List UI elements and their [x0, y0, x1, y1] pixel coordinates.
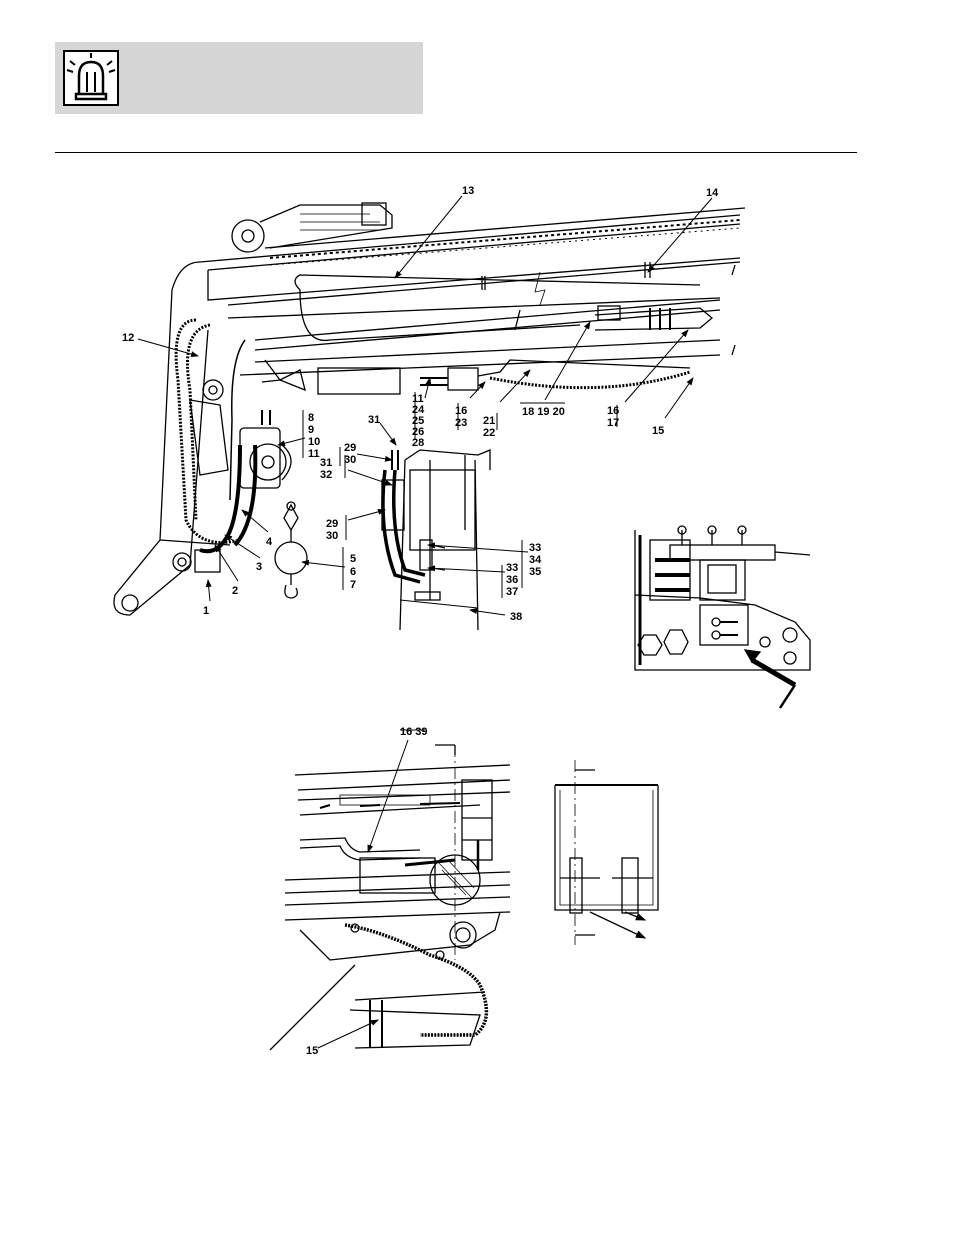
callout-21: 21 [483, 415, 495, 427]
callout-1: 1 [203, 605, 209, 617]
callout-33b: 33 [506, 562, 518, 574]
callout-3: 3 [256, 561, 262, 573]
callout-22: 22 [483, 427, 495, 439]
callout-16-39: 16 39 [400, 726, 428, 738]
callout-18-19-20: 18 19 20 [522, 406, 565, 418]
callout-37: 37 [506, 586, 518, 598]
callout-34: 34 [529, 554, 542, 566]
callout-38: 38 [510, 611, 522, 623]
callout-13: 13 [462, 185, 474, 197]
callout-31b: 31 [320, 457, 332, 469]
callout-16a: 16 [455, 405, 467, 417]
callout-33a: 33 [529, 542, 541, 554]
callout-23: 23 [455, 417, 467, 429]
section-view [555, 760, 658, 945]
callout-30a: 30 [344, 454, 356, 466]
callout-4: 4 [266, 536, 273, 548]
callout-31a: 31 [368, 414, 380, 426]
bracket-detail-view [635, 526, 810, 708]
extension-section-view [382, 450, 490, 630]
callout-30b: 30 [326, 530, 338, 542]
callout-5: 5 [350, 553, 356, 565]
callout-29a: 29 [344, 442, 356, 454]
callout-32: 32 [320, 469, 332, 481]
callout-11: 11 [308, 448, 320, 460]
callout-36: 36 [506, 574, 518, 586]
callout-labels: 13 14 12 1 2 3 4 5 6 7 8 9 10 11 11 24 2… [122, 185, 719, 1057]
callout-12: 12 [122, 332, 134, 344]
callout-15a: 15 [652, 425, 664, 437]
callout-9: 9 [308, 424, 314, 436]
callout-8: 8 [308, 412, 314, 424]
callout-29b: 29 [326, 518, 338, 530]
callout-14: 14 [706, 187, 719, 199]
callout-10: 10 [308, 436, 320, 448]
callout-35: 35 [529, 566, 541, 578]
callout-17: 17 [607, 417, 619, 429]
callout-15b: 15 [306, 1045, 318, 1057]
callout-2: 2 [232, 585, 238, 597]
callout-6: 6 [350, 566, 356, 578]
callout-7: 7 [350, 579, 356, 591]
callout-28: 28 [412, 437, 424, 449]
callout-16b: 16 [607, 405, 619, 417]
leader-lines [138, 196, 712, 1048]
